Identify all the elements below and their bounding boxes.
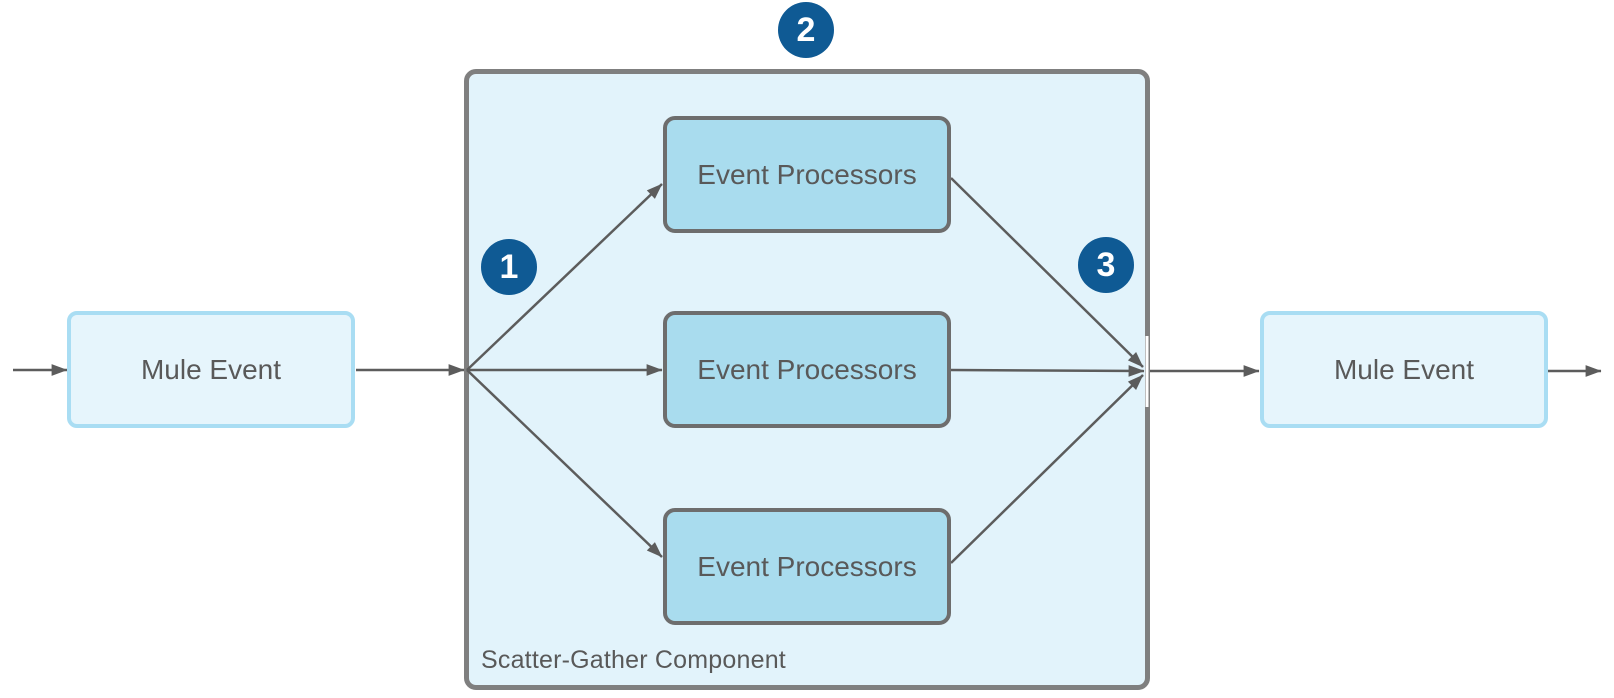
event-processors-label: Event Processors	[697, 353, 917, 385]
step-number: 2	[796, 10, 816, 49]
mule-event-label: Mule Event	[140, 353, 282, 385]
step-number: 3	[1096, 245, 1116, 284]
event-processors-node-top: Event Processors	[663, 116, 951, 233]
step-badge-gather: 3	[1078, 237, 1134, 293]
event-processors-label: Event Processors	[697, 158, 917, 190]
event-processors-node-bottom: Event Processors	[663, 508, 951, 625]
step-badge-component: 2	[778, 2, 834, 58]
event-processors-label: Event Processors	[697, 550, 917, 582]
arrow-bottom-processor-to-gather	[950, 374, 1144, 564]
step-badge-scatter: 1	[481, 239, 537, 295]
arrow-middle-processor-to-gather	[950, 365, 1145, 377]
mule-event-label: Mule Event	[1333, 353, 1475, 385]
arrow-scatter-to-top-processor	[466, 183, 663, 371]
arrow-scatter-to-bottom-processor	[466, 369, 663, 558]
arrow-top-processor-to-gather	[950, 177, 1144, 368]
step-number: 1	[499, 247, 519, 286]
mule-event-node-right: Mule Event	[1260, 311, 1548, 428]
scatter-gather-label: Scatter-Gather Component	[481, 646, 786, 674]
mule-event-node-left: Mule Event	[67, 311, 355, 428]
event-processors-node-middle: Event Processors	[663, 311, 951, 428]
